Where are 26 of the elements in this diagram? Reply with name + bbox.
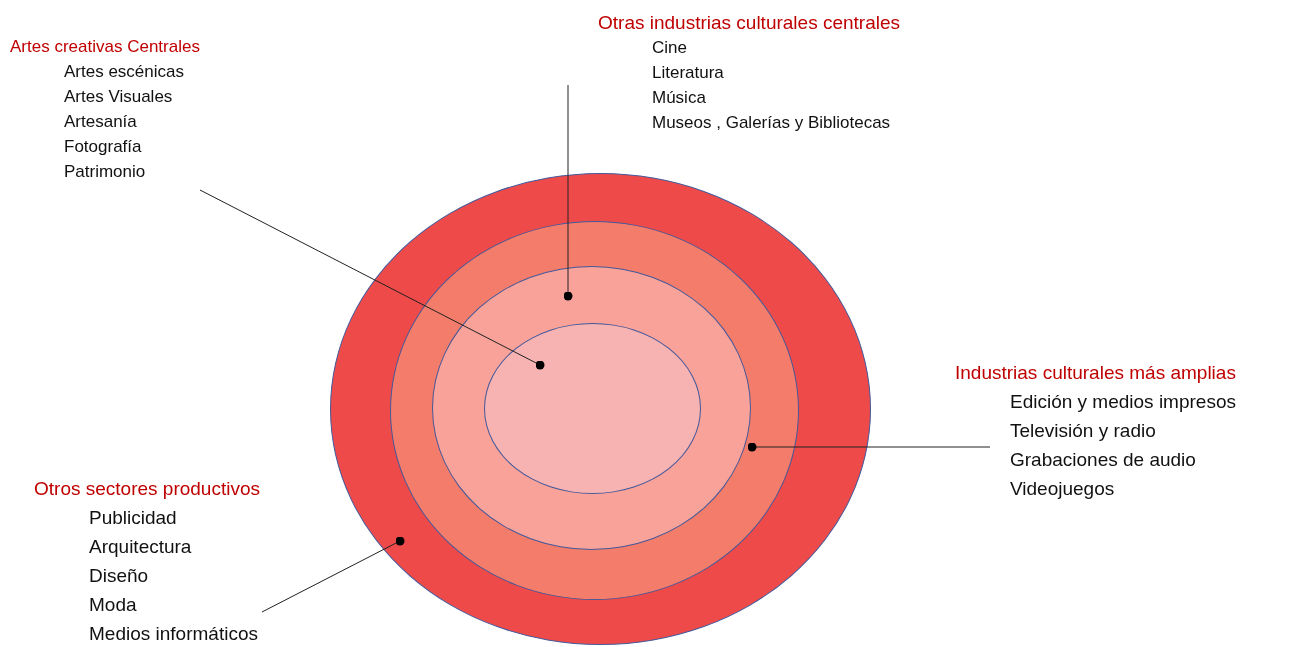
- category-heading: Artes creativas Centrales: [10, 36, 200, 58]
- list-item: Artes Visuales: [64, 86, 174, 108]
- list-item: Arquitectura: [89, 535, 193, 559]
- list-item: Patrimonio: [64, 161, 147, 183]
- leader-line: [199, 189, 545, 370]
- list-item: Publicidad: [89, 506, 178, 530]
- list-item: Literatura: [652, 62, 725, 84]
- category-heading: Otros sectores productivos: [34, 477, 260, 501]
- leader-line: [261, 536, 405, 613]
- list-item: Edición y medios impresos: [1010, 390, 1236, 414]
- leader-line: [747, 442, 991, 452]
- list-item: Artes escénicas: [64, 61, 185, 83]
- list-item: Museos , Galerías y Bibliotecas: [652, 112, 892, 134]
- category-heading: Otras industrias culturales centrales: [598, 11, 900, 35]
- category-heading: Industrias culturales más amplias: [955, 361, 1236, 385]
- list-item: Grabaciones de audio: [1010, 448, 1197, 472]
- list-item: Videojuegos: [1010, 477, 1116, 501]
- list-item: Fotografía: [64, 136, 143, 158]
- list-item: Medios informáticos: [89, 622, 259, 646]
- list-item: Cine: [652, 37, 688, 59]
- list-item: Música: [652, 87, 707, 109]
- list-item: Artesanía: [64, 111, 138, 133]
- list-item: Televisión y radio: [1010, 419, 1157, 443]
- list-item: Moda: [89, 593, 138, 617]
- list-item: Diseño: [89, 564, 150, 588]
- leader-line: [563, 84, 573, 301]
